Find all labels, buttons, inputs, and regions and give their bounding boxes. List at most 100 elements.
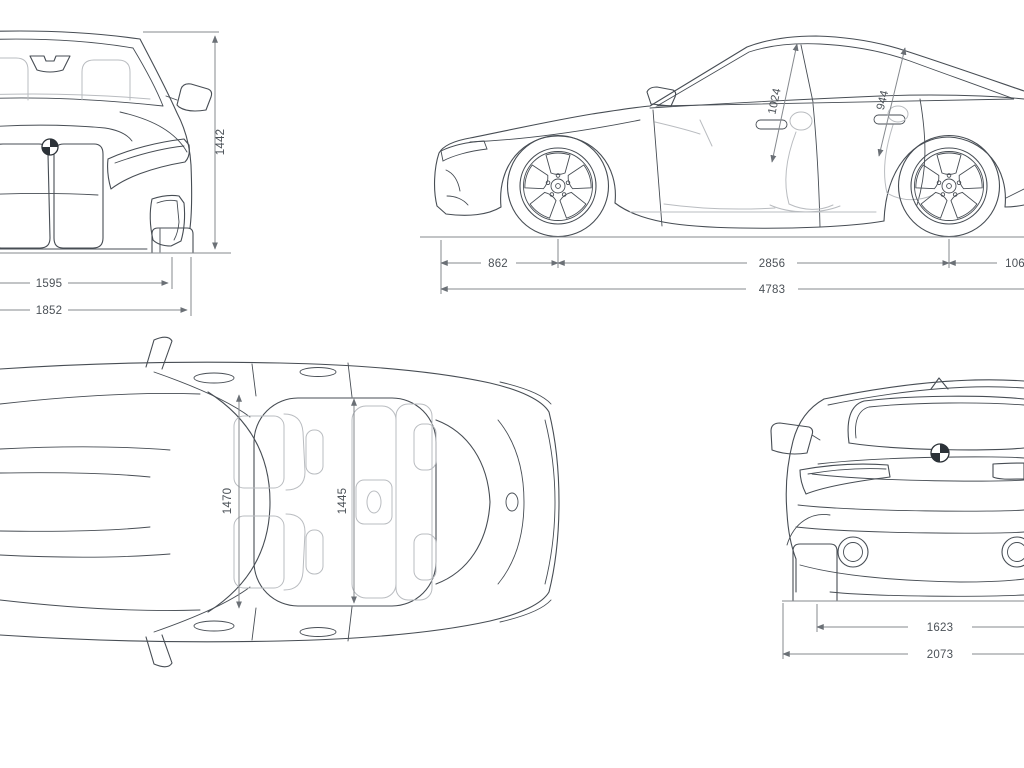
side-mirror [646, 86, 677, 107]
front-door-seam [652, 109, 663, 227]
trunk-crease [811, 473, 1024, 482]
front-wheel-arch [500, 135, 616, 208]
top-body-lines [0, 336, 560, 668]
hood-crease [469, 119, 641, 143]
sill-line [614, 202, 885, 229]
dim-label-height: 1442 [215, 129, 227, 155]
side-mirror [770, 422, 814, 455]
hood-center-crease [0, 526, 151, 532]
bumper-intake-inner [156, 199, 180, 241]
shark-fin-antenna-icon [930, 377, 949, 390]
taillight-right [992, 462, 1024, 480]
rear-body-lines [770, 377, 1024, 602]
front-dimensions: 1442 1595 1852 [0, 31, 231, 317]
bumper-intake [149, 194, 186, 247]
headlight [107, 138, 190, 190]
top-silhouette [0, 361, 560, 643]
dim-line-rear-headroom [877, 47, 907, 157]
bumper-reflector-right-inner [1007, 542, 1024, 562]
parcel-line [0, 93, 151, 100]
interior-rear-seat [884, 105, 934, 201]
steering-line [699, 119, 713, 147]
seat-headrest-right [81, 59, 131, 101]
a-pillar-top [153, 371, 251, 418]
side-mirror-top [145, 336, 173, 370]
front-silhouette [0, 30, 193, 229]
dim-label-front-interior-width: 1470 [222, 488, 234, 514]
dim-label-rear-track: 1623 [927, 622, 953, 634]
side-dimensions: 1024 944 862 2856 106 4783 [420, 43, 1024, 296]
rear-window-inner [855, 402, 1024, 439]
dim-label-rear-interior-width: 1445 [337, 488, 349, 514]
rear-crease [1005, 188, 1024, 199]
rearview-mirror-mount [29, 55, 71, 73]
rear-window-arc [435, 419, 491, 585]
door-seam [347, 362, 353, 398]
door-seam [251, 607, 257, 641]
roof-panel [253, 397, 437, 607]
hood-center-crease [0, 472, 151, 478]
side-body-lines [434, 35, 1024, 237]
interior-rear-bench [351, 403, 437, 601]
roof-detail [193, 620, 235, 632]
rear-wheel-arch [883, 136, 1006, 222]
dim-label-width-mirrors: 2073 [927, 649, 953, 661]
bmw-roundel-icon [930, 443, 950, 463]
fascia-crease [0, 192, 99, 196]
rear-tire [792, 543, 838, 602]
taillight-left [799, 463, 891, 495]
rear-wheel [899, 136, 1000, 237]
a-pillar-bottom [153, 586, 251, 633]
roof-detail [299, 367, 337, 377]
dim-label-length: 4783 [759, 284, 785, 296]
hood-shutline [0, 124, 133, 142]
dim-label-track: 1595 [36, 278, 62, 290]
bumper-reflector-right [1001, 536, 1024, 568]
mirror-stalk [811, 434, 821, 441]
mirror-stalk [165, 95, 178, 101]
side-mirror-bottom [145, 634, 173, 668]
diffuser-line [829, 591, 1024, 597]
bumper-reflector-left [837, 536, 869, 568]
beltline [649, 94, 1024, 109]
side-mirror [176, 83, 213, 112]
hood-line [0, 393, 201, 405]
front-tire [151, 227, 194, 254]
rear-seam-top [499, 381, 552, 405]
shoulder-line [119, 111, 188, 153]
rear-bumper-bottom [1004, 204, 1024, 208]
door-seam [347, 606, 353, 642]
bumper-lower-line [799, 564, 1024, 583]
interior-front-seat [769, 111, 841, 213]
headlight [440, 140, 488, 162]
front-view: 1442 1595 1852 [0, 30, 231, 317]
bumper-detail [445, 169, 461, 192]
rear-view: 1623 2073 [770, 377, 1024, 661]
shark-fin-antenna-icon [505, 492, 519, 512]
windshield-base [0, 97, 164, 107]
hood-crease [0, 446, 171, 451]
side-view: 1024 944 862 2856 106 4783 [420, 35, 1024, 296]
dim-label-front-headroom: 1024 [766, 87, 783, 116]
rear-seam-bottom [499, 599, 552, 623]
side-glass-outline [655, 43, 1015, 107]
rear-dimensions: 1623 2073 [782, 600, 1024, 661]
rear-door-seam [916, 98, 926, 206]
dim-label-wheelbase: 2856 [759, 258, 785, 270]
front-door-handle [755, 119, 788, 130]
trunk-edge [817, 456, 1024, 465]
dim-label-rear-headroom: 944 [875, 89, 892, 111]
top-view: 1470 1445 [0, 336, 560, 668]
rear-bumper-inner [544, 419, 556, 585]
roof-detail [193, 372, 235, 384]
rear-window-top [847, 395, 1024, 444]
dim-label-front-overhang: 862 [488, 258, 508, 270]
floor-line [663, 203, 776, 210]
front-bumper-lip [436, 205, 502, 216]
kidney-grille-right [53, 143, 104, 249]
door-seam [251, 363, 257, 397]
dim-label-width: 1852 [36, 305, 62, 317]
fender-arch [786, 514, 831, 546]
roof-line [823, 379, 1024, 400]
